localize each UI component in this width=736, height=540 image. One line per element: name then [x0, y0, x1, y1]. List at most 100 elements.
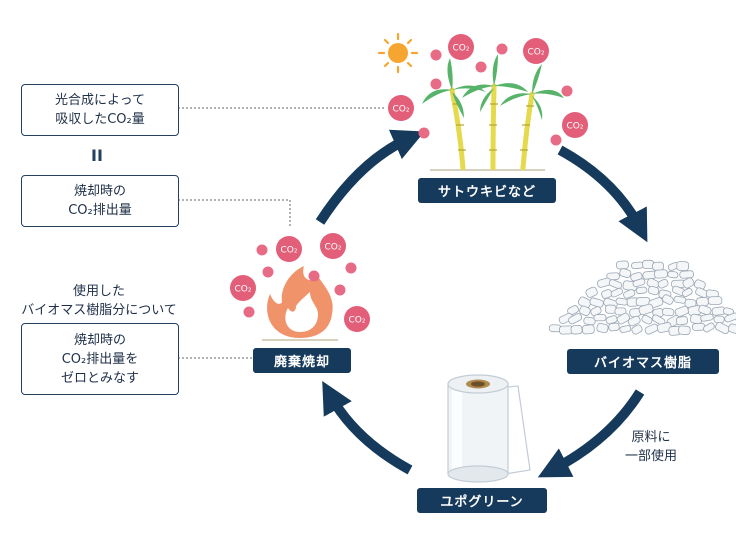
- resin-pellet: [619, 325, 632, 333]
- resin-pellet: [583, 316, 596, 326]
- biomass-caption-line-2: バイオマス樹脂分について: [21, 303, 177, 318]
- co2-dot: [345, 262, 357, 274]
- resin-pellet: [642, 259, 655, 269]
- zero-line-1: 焼却時の: [73, 332, 126, 348]
- equals-sign: II: [91, 146, 103, 165]
- resin-pellet: [638, 303, 654, 316]
- resin-pellet: [727, 323, 736, 335]
- resin-pellet: [619, 268, 632, 278]
- arrow-incineration-to-cane: [315, 129, 425, 225]
- resin-pellet: [657, 278, 669, 289]
- resin-pellet: [656, 322, 672, 333]
- co2-dot: [262, 266, 274, 278]
- resin-pellet: [703, 322, 715, 333]
- resin-pellets-icon: [548, 259, 736, 336]
- resin-pellet: [627, 315, 641, 327]
- emission-line-2: CO₂排出量: [68, 203, 132, 218]
- resin-pellet: [653, 269, 668, 279]
- co2-dot: [430, 78, 442, 90]
- resin-pellet: [558, 312, 574, 325]
- resin-pellet: [644, 323, 659, 335]
- co2-bubble: CO₂: [230, 275, 256, 301]
- resin-pellet: [593, 314, 607, 322]
- resin-pellet: [698, 304, 712, 316]
- co2-bubble: CO₂: [448, 34, 474, 60]
- co2-dot: [308, 270, 320, 282]
- sugarcane-icon: [422, 54, 564, 171]
- co2-dot: [256, 244, 268, 256]
- absorbed-line-2: 吸収したCO₂量: [55, 112, 145, 127]
- partial-use-line-2: 一部使用: [624, 449, 677, 464]
- arrow-resin-to-product: [537, 389, 645, 478]
- resin-pellet: [647, 285, 660, 296]
- sun-icon: [377, 32, 419, 74]
- resin-pellet: [715, 322, 730, 335]
- label-product: ユポグリーン: [417, 488, 547, 513]
- resin-pellet: [661, 294, 674, 305]
- label-resin: バイオマス樹脂: [567, 349, 719, 374]
- arrow-product-to-incineration: [322, 381, 413, 475]
- svg-text:CO₂: CO₂: [393, 105, 410, 115]
- cycle-arrows: [315, 129, 648, 478]
- resin-pellet: [681, 288, 693, 298]
- co2-dot: [334, 284, 346, 296]
- resin-pellet: [610, 287, 623, 298]
- co2-bubble: CO₂: [388, 95, 414, 121]
- resin-pellet: [623, 289, 636, 299]
- resin-pellet: [700, 313, 714, 322]
- co2-bubble: CO₂: [523, 38, 549, 64]
- resin-pellet: [608, 279, 623, 290]
- resin-pellet: [579, 305, 591, 317]
- co2-bubble: CO₂: [562, 112, 588, 138]
- resin-pellet: [631, 324, 643, 335]
- biomass-caption: 使用した バイオマス樹脂分について: [5, 282, 193, 320]
- connector-emission: [178, 199, 291, 228]
- resin-pellet: [596, 322, 609, 334]
- co2-dot: [561, 85, 573, 97]
- incineration-emission-box: 焼却時の CO₂排出量: [21, 175, 179, 227]
- resin-pellet: [679, 270, 694, 279]
- resin-pellet: [635, 286, 648, 294]
- svg-text:CO₂: CO₂: [349, 316, 366, 326]
- co2-bubble: CO₂: [276, 236, 302, 262]
- resin-pellet: [616, 312, 630, 325]
- resin-pellet: [605, 304, 617, 314]
- resin-pellet: [678, 325, 691, 336]
- co2-dot: [243, 306, 255, 318]
- zero-line-3: ゼロとみなす: [60, 370, 139, 386]
- resin-pellet: [707, 296, 723, 305]
- partial-use-note: 原料に 一部使用: [616, 428, 686, 466]
- svg-text:CO₂: CO₂: [528, 48, 545, 58]
- resin-pellet: [722, 307, 734, 316]
- resin-pellet: [570, 325, 583, 335]
- emission-line-1: 焼却時の: [73, 184, 126, 199]
- co2-dot: [430, 49, 442, 61]
- resin-pellet: [632, 278, 646, 288]
- co2-bubbles: CO₂ CO₂ CO₂ CO₂ CO₂ CO₂ CO₂ CO₂: [230, 34, 588, 332]
- paper-roll-icon: [447, 374, 531, 483]
- resin-pellet: [667, 270, 679, 279]
- resin-pellet: [567, 305, 579, 316]
- label-sugarcane: サトウキビなど: [418, 178, 556, 203]
- zero-emission-box: 焼却時の CO₂排出量を ゼロとみなす: [21, 323, 179, 395]
- co2-bubble: CO₂: [320, 233, 346, 259]
- resin-pellet: [568, 313, 583, 325]
- resin-pellet: [616, 260, 629, 270]
- co2-dot: [475, 61, 487, 73]
- co2-dot: [418, 127, 430, 139]
- resin-pellet: [691, 322, 706, 331]
- resin-pellet: [652, 261, 664, 271]
- flame-icon: [262, 266, 338, 341]
- partial-use-line-1: 原料に: [631, 430, 671, 445]
- resin-pellet: [585, 286, 598, 298]
- svg-text:CO₂: CO₂: [325, 243, 342, 253]
- resin-pellet: [581, 324, 595, 335]
- resin-pellet: [614, 307, 627, 316]
- resin-pellet: [682, 277, 695, 289]
- absorbed-line-1: 光合成によって: [55, 93, 145, 108]
- label-incineration: 廃棄焼却: [253, 348, 351, 373]
- resin-pellet: [675, 316, 689, 326]
- resin-pellet: [662, 307, 675, 317]
- co2-bubble: CO₂: [344, 306, 370, 332]
